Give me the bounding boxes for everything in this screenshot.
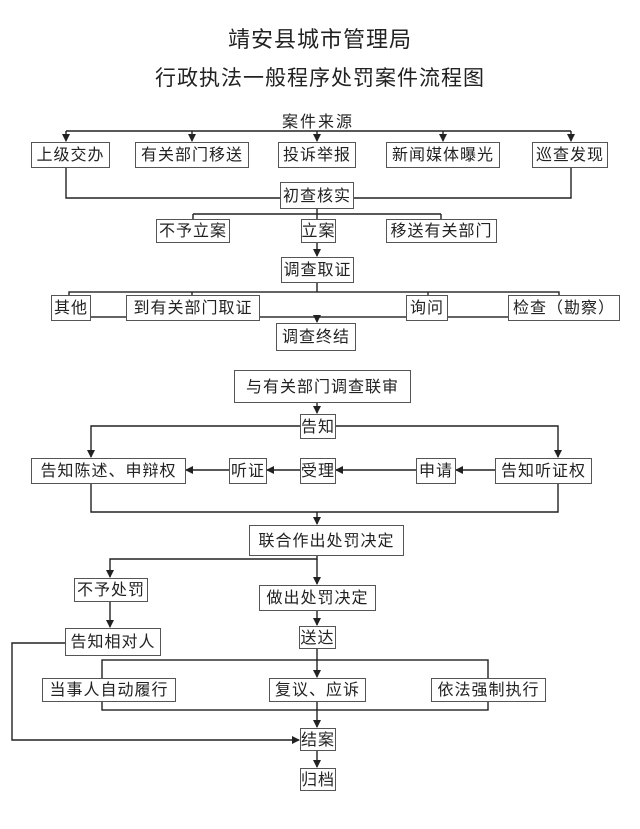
node-investigate-collect: 调查取证 (281, 257, 354, 283)
node-notify: 告知 (300, 414, 336, 439)
node-review-litigation: 复议、应诉 (269, 678, 366, 702)
node-enforce: 依法强制执行 (431, 678, 546, 702)
connector (65, 167, 280, 199)
arrow (87, 425, 300, 458)
node-preliminary-check: 初查核实 (280, 182, 354, 209)
node-higher-assigned: 上级交办 (31, 142, 110, 168)
arrow (11, 642, 300, 744)
case-source-label: 案件来源 (282, 112, 355, 131)
node-joint-decision: 联合作出处罚决定 (249, 525, 404, 556)
node-filing: 立案 (301, 219, 336, 243)
node-dept-transfer: 有关部门移送 (135, 142, 249, 168)
connector (354, 167, 572, 199)
node-collect-at-dept: 到有关部门取证 (126, 295, 260, 321)
node-patrol-found: 巡查发现 (532, 142, 608, 168)
node-no-penalty: 不予处罚 (74, 578, 148, 602)
node-make-decision: 做出处罚决定 (259, 585, 376, 611)
node-transfer-to-dept: 移送有关部门 (386, 219, 497, 243)
node-inquiry: 询问 (406, 295, 448, 321)
node-investigation-end: 调查终结 (276, 323, 356, 351)
page-subtitle: 行政执法一般程序处罚案件流程图 (155, 66, 485, 90)
node-archive: 归档 (300, 768, 336, 791)
node-notify-hearing-right: 告知听证权 (495, 458, 592, 484)
node-joint-review: 与有关部门调查联审 (234, 370, 411, 403)
arrow (106, 555, 318, 578)
node-close-case: 结案 (300, 728, 336, 751)
node-notify-party: 告知相对人 (65, 628, 161, 656)
node-notify-statement-right: 告知陈述、申辩权 (31, 458, 186, 484)
node-accept: 受理 (300, 458, 336, 484)
node-complaint-report: 投诉举报 (278, 142, 356, 168)
node-hearing: 听证 (229, 458, 267, 484)
page-title: 靖安县城市管理局 (227, 28, 412, 53)
node-other: 其他 (51, 295, 91, 321)
node-inspection: 检查（勘察） (508, 295, 620, 321)
arrow (335, 425, 562, 458)
node-deliver: 送达 (299, 626, 336, 649)
node-self-perform: 当事人自动履行 (42, 678, 176, 702)
node-media-exposure: 新闻媒体曝光 (386, 142, 500, 168)
node-apply: 申请 (416, 458, 456, 484)
node-no-filing: 不予立案 (156, 219, 230, 243)
connector (90, 483, 559, 513)
